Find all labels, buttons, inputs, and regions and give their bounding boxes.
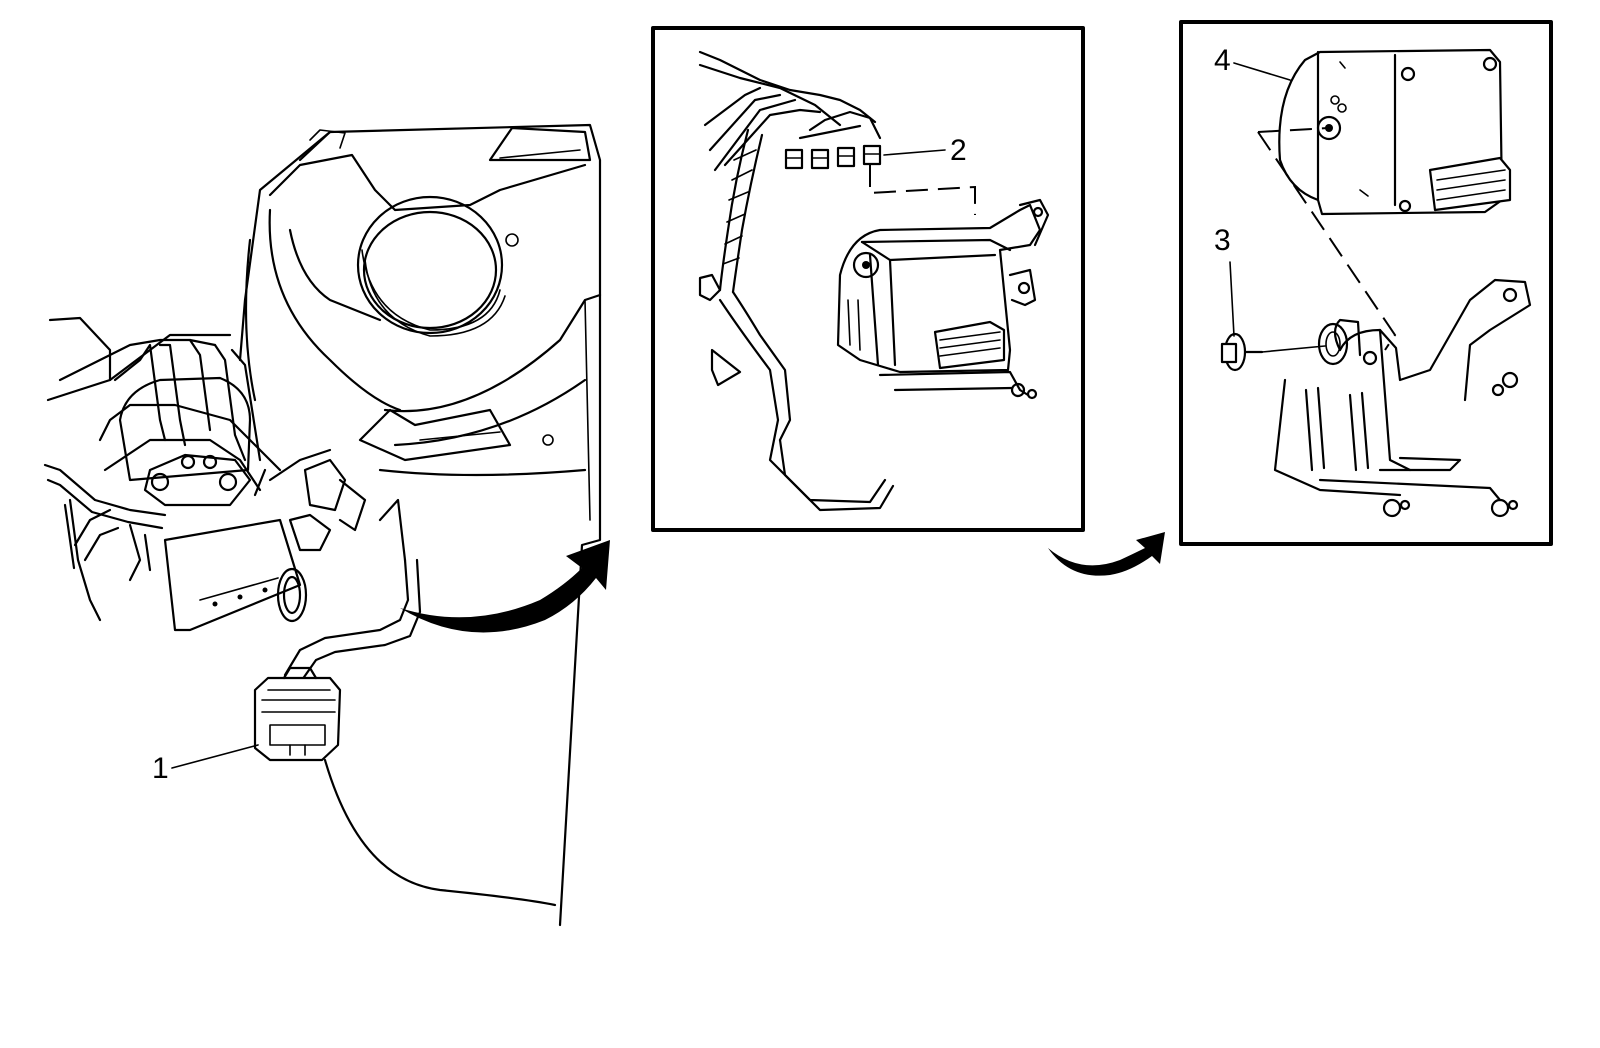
detail-panel-module-bracket — [1179, 20, 1553, 546]
vehicle-overview — [43, 123, 602, 927]
curved-arrow-icon — [1048, 532, 1165, 576]
callout-1-leader — [171, 744, 259, 769]
bolt — [1220, 332, 1264, 372]
callout-3-leader — [1229, 261, 1235, 337]
callout-2: 2 — [950, 134, 967, 167]
curved-arrow-icon — [400, 540, 610, 633]
callout-1: 1 — [152, 752, 169, 785]
detail-panel-brake-lines — [651, 26, 1085, 532]
fittings — [784, 144, 882, 170]
callout-4: 4 — [1214, 44, 1231, 77]
callout-3: 3 — [1214, 224, 1231, 257]
